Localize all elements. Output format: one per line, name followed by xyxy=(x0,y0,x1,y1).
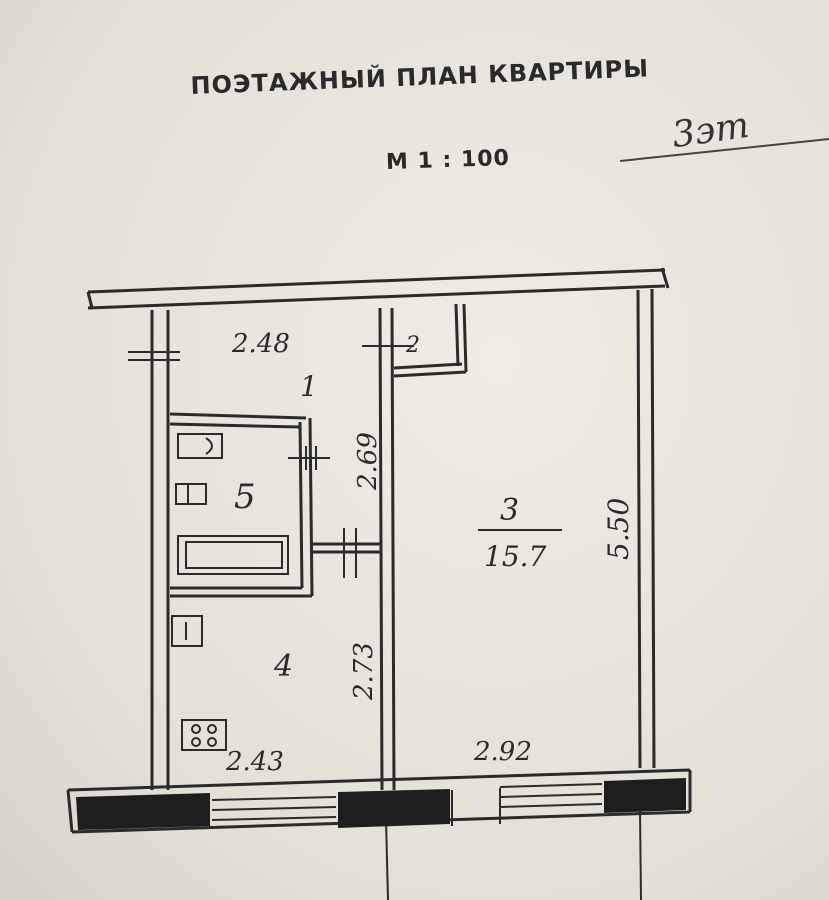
closet-room-2 xyxy=(393,303,468,378)
kitchen-stove-icon xyxy=(181,719,227,751)
partition-wall xyxy=(378,307,396,900)
kitchen-wall-stub xyxy=(312,542,382,554)
room-5-label: 5 xyxy=(234,477,256,517)
top-exterior-wall xyxy=(86,267,670,310)
room-4-label: 4 xyxy=(273,649,293,684)
room-2-label: 2 xyxy=(405,333,420,358)
dimension-room-depth: 5.50 xyxy=(602,498,635,560)
door-tick-marks xyxy=(128,345,414,578)
room-3-label: 3 xyxy=(500,493,519,528)
window-left xyxy=(211,796,337,821)
wall-solid-segments xyxy=(76,778,686,830)
dimension-kitchen-depth: 2.73 xyxy=(349,642,379,701)
kitchen-sink-icon xyxy=(171,615,203,647)
bathroom-room-5 xyxy=(169,412,314,598)
dimension-bottom-right: 2.92 xyxy=(473,737,532,767)
dimension-top-left: 2.48 xyxy=(231,329,290,359)
dimension-hall-depth: 2.69 xyxy=(353,432,383,491)
right-wall xyxy=(636,288,656,900)
window-right xyxy=(451,783,603,826)
dimension-bottom-left: 2.43 xyxy=(225,747,284,777)
room-3-area: 15.7 xyxy=(484,540,547,573)
left-wall xyxy=(150,310,170,790)
room-1-label: 1 xyxy=(300,370,318,403)
